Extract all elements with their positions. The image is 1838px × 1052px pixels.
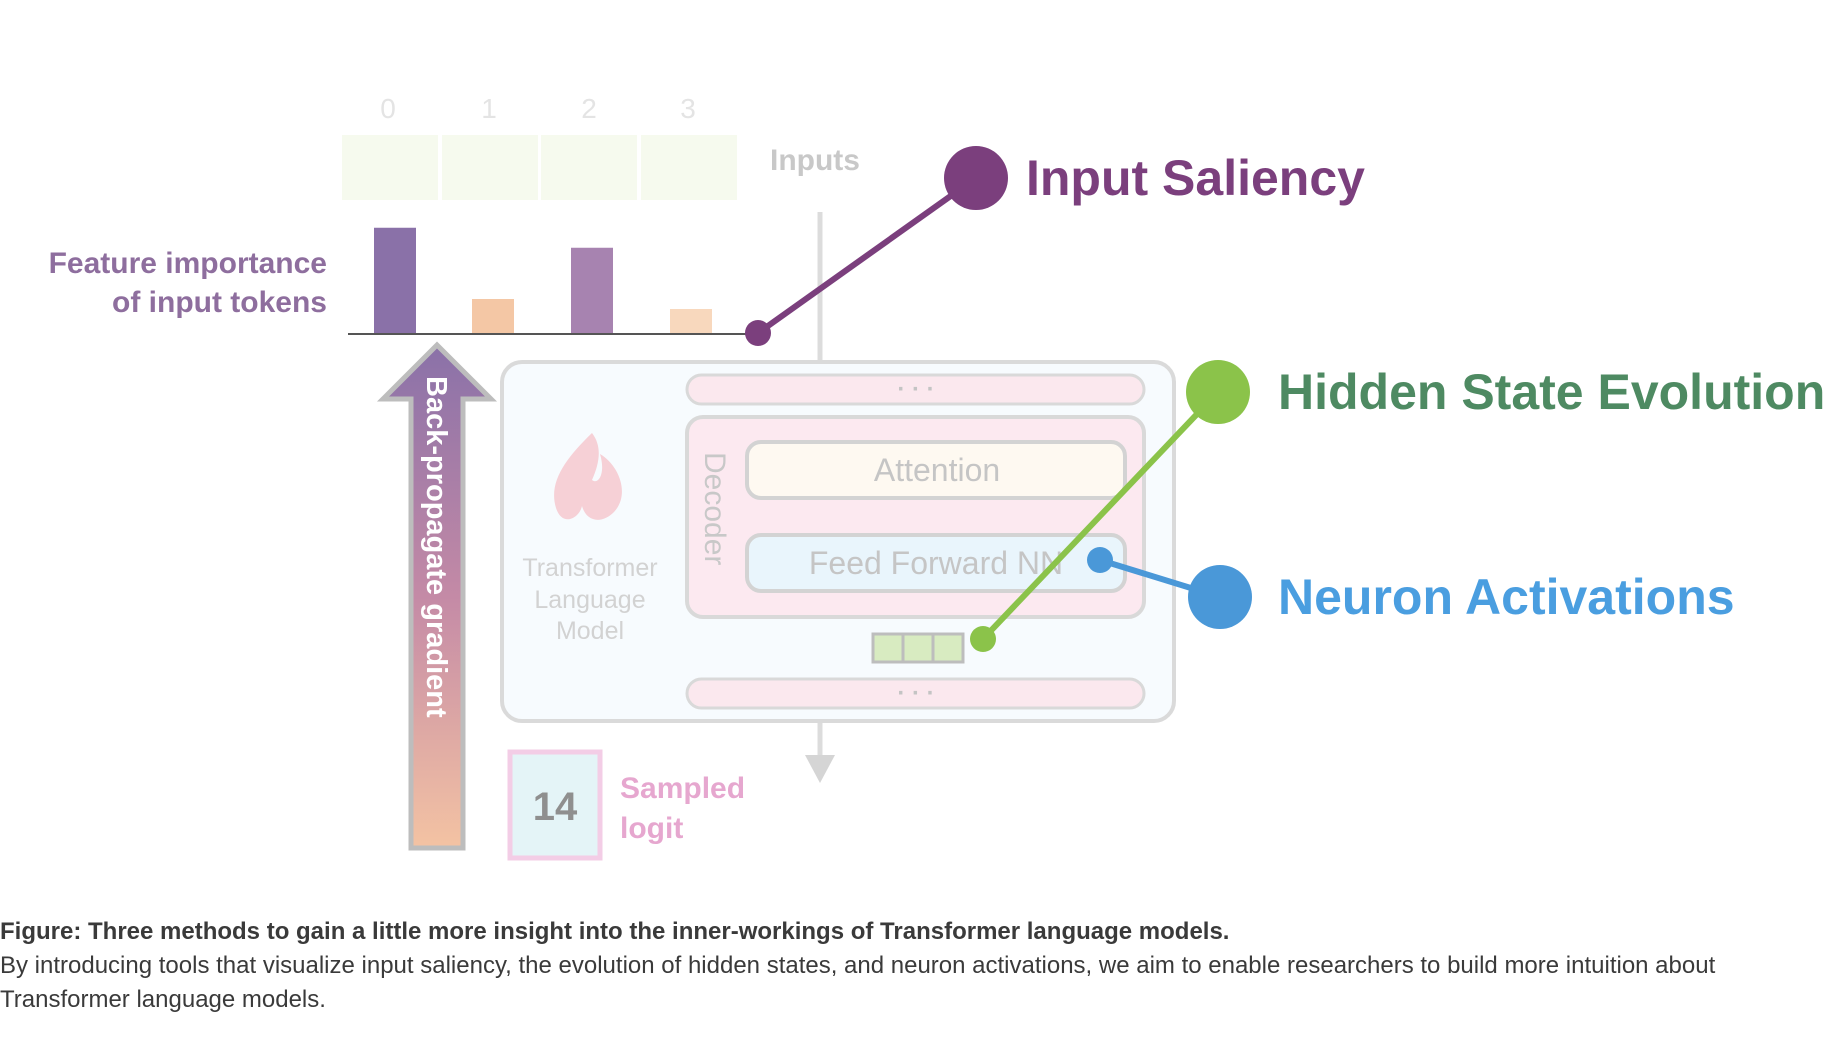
input-saliency-title: Input Saliency — [1026, 150, 1365, 206]
hidden-state-cell — [931, 632, 965, 664]
transformer-label-line3: Model — [556, 617, 624, 645]
flow-arrow-head — [805, 755, 835, 783]
token-index-3: 3 — [680, 93, 696, 124]
inputs-label: Inputs — [770, 144, 860, 177]
transformer-diagram: 0 1 2 3 Inputs Feature importance of inp… — [49, 93, 1825, 861]
input-token-box — [641, 135, 737, 200]
token-index-0: 0 — [380, 93, 396, 124]
bottom-layers-pill — [685, 677, 1146, 710]
feed-forward-label: Feed Forward NN — [809, 545, 1063, 581]
feature-importance-bar-2 — [571, 247, 613, 334]
saliency-connector — [756, 175, 978, 336]
backprop-label: Back-propagate gradient — [420, 376, 452, 718]
input-saliency-callout: Input Saliency — [745, 146, 1365, 346]
hidden-state-connector — [980, 389, 1221, 642]
saliency-marker — [944, 146, 1008, 210]
caption-title: Figure: Three methods to gain a little m… — [0, 918, 1230, 945]
decoder-label: Decoder — [698, 452, 731, 565]
hidden-state-vector — [871, 632, 965, 664]
top-ellipsis: · · · — [897, 376, 934, 403]
feed-forward-block — [745, 533, 1127, 593]
hidden-state-marker — [1186, 360, 1250, 424]
sampled-logit-label-line1: Sampled — [620, 772, 745, 805]
transformer-label-line2: Language — [534, 586, 645, 614]
neuron-marker — [1188, 565, 1252, 629]
feature-importance-bars — [374, 227, 712, 334]
figure-caption: Figure: Three methods to gain a little m… — [0, 915, 1820, 1017]
transformer-label-line1: Transformer — [522, 554, 657, 582]
bottom-ellipsis: · · · — [897, 680, 934, 707]
input-token-box — [442, 135, 538, 200]
flame-icon — [554, 433, 622, 520]
attention-block — [745, 440, 1127, 500]
neuron-anchor-dot — [1087, 547, 1113, 573]
sampled-logit-label-line2: logit — [620, 812, 683, 845]
feature-importance-bar-0 — [374, 227, 416, 334]
input-token-box — [541, 135, 637, 200]
token-index-1: 1 — [481, 93, 497, 124]
saliency-anchor-dot — [745, 320, 771, 346]
hidden-state-title: Hidden State Evolution — [1278, 364, 1825, 420]
top-layers-pill — [685, 373, 1146, 406]
token-index-2: 2 — [581, 93, 597, 124]
attention-label: Attention — [874, 452, 1000, 488]
sampled-logit-value: 14 — [533, 785, 578, 829]
sampled-logit-box — [507, 749, 603, 861]
hidden-state-callout: Hidden State Evolution — [970, 360, 1825, 652]
input-token-boxes — [342, 135, 737, 200]
neuron-activations-title: Neuron Activations — [1278, 569, 1735, 625]
input-token-box — [342, 135, 438, 200]
hidden-state-cell — [871, 632, 905, 664]
caption-body: By introducing tools that visualize inpu… — [0, 952, 1716, 1013]
feature-importance-bar-1 — [472, 299, 514, 334]
hidden-state-cell — [901, 632, 935, 664]
feature-importance-label-line1: Feature importance — [49, 247, 327, 280]
backprop-arrow — [376, 341, 498, 851]
feature-importance-label-line2: of input tokens — [112, 286, 327, 319]
hidden-state-anchor-dot — [970, 626, 996, 652]
feature-importance-bar-3 — [670, 309, 712, 334]
token-index-labels: 0 1 2 3 — [380, 93, 696, 124]
neuron-activations-callout: Neuron Activations — [1087, 547, 1735, 629]
